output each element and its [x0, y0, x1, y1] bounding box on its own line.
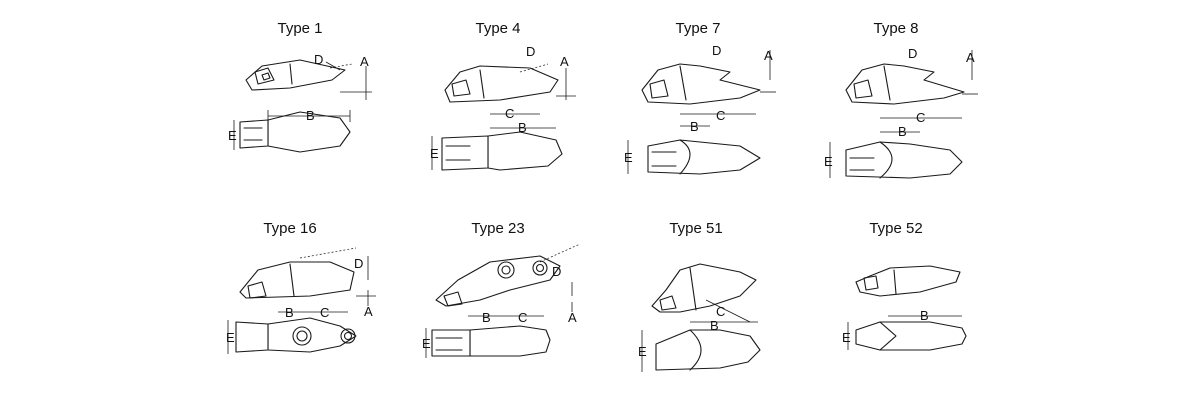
type-16-label-b: B: [285, 305, 294, 320]
type-16-title: Type 16: [263, 220, 317, 237]
type-51-label-e: E: [638, 344, 647, 359]
type-8-label-e: E: [824, 154, 833, 169]
type-4-label-e: E: [430, 146, 439, 161]
type-51-label-b: B: [710, 318, 719, 333]
type-8-label-b: B: [898, 124, 907, 139]
type-16-label-e: E: [226, 330, 235, 345]
type-4-label-a: A: [560, 54, 569, 69]
type-8-label-c: C: [916, 110, 925, 125]
type-8-label-d: D: [908, 46, 917, 61]
type-8-label-a: A: [966, 50, 975, 65]
type-52-label-e: E: [842, 330, 851, 345]
type-51-title: Type 51: [669, 220, 723, 237]
type-1-label-b: B: [306, 108, 315, 123]
type-16-label-a: A: [364, 304, 373, 319]
type-7-label-d: D: [712, 43, 721, 58]
type-23-label-d: D: [552, 264, 561, 279]
type-52-label-b: B: [920, 308, 929, 323]
type-4-label-b: B: [518, 120, 527, 135]
type-7-label-c: C: [716, 108, 725, 123]
type-7-label-b: B: [690, 119, 699, 134]
type-1-label-a: A: [360, 54, 369, 69]
type-23-label-c: C: [518, 310, 527, 325]
type-7-label-a: A: [764, 48, 773, 63]
type-4-label-d: D: [526, 44, 535, 59]
type-4-label-c: C: [505, 106, 514, 121]
type-23-label-e: E: [422, 336, 431, 351]
type-8-title: Type 8: [873, 20, 919, 37]
type-52-title: Type 52: [869, 220, 923, 237]
type-7-label-e: E: [624, 150, 633, 165]
type-1-label-d: D: [314, 52, 323, 67]
type-23-label-a: A: [568, 310, 577, 325]
type-51-label-c: C: [716, 304, 725, 319]
type-1-title: Type 1: [277, 20, 323, 37]
type-16-label-d: D: [354, 256, 363, 271]
type-4-title: Type 4: [475, 20, 521, 37]
type-23-label-b: B: [482, 310, 491, 325]
type-1-label-e: E: [228, 128, 237, 143]
type-16-label-c: C: [320, 305, 329, 320]
type-7-title: Type 7: [675, 20, 721, 37]
type-23-title: Type 23: [471, 220, 525, 237]
